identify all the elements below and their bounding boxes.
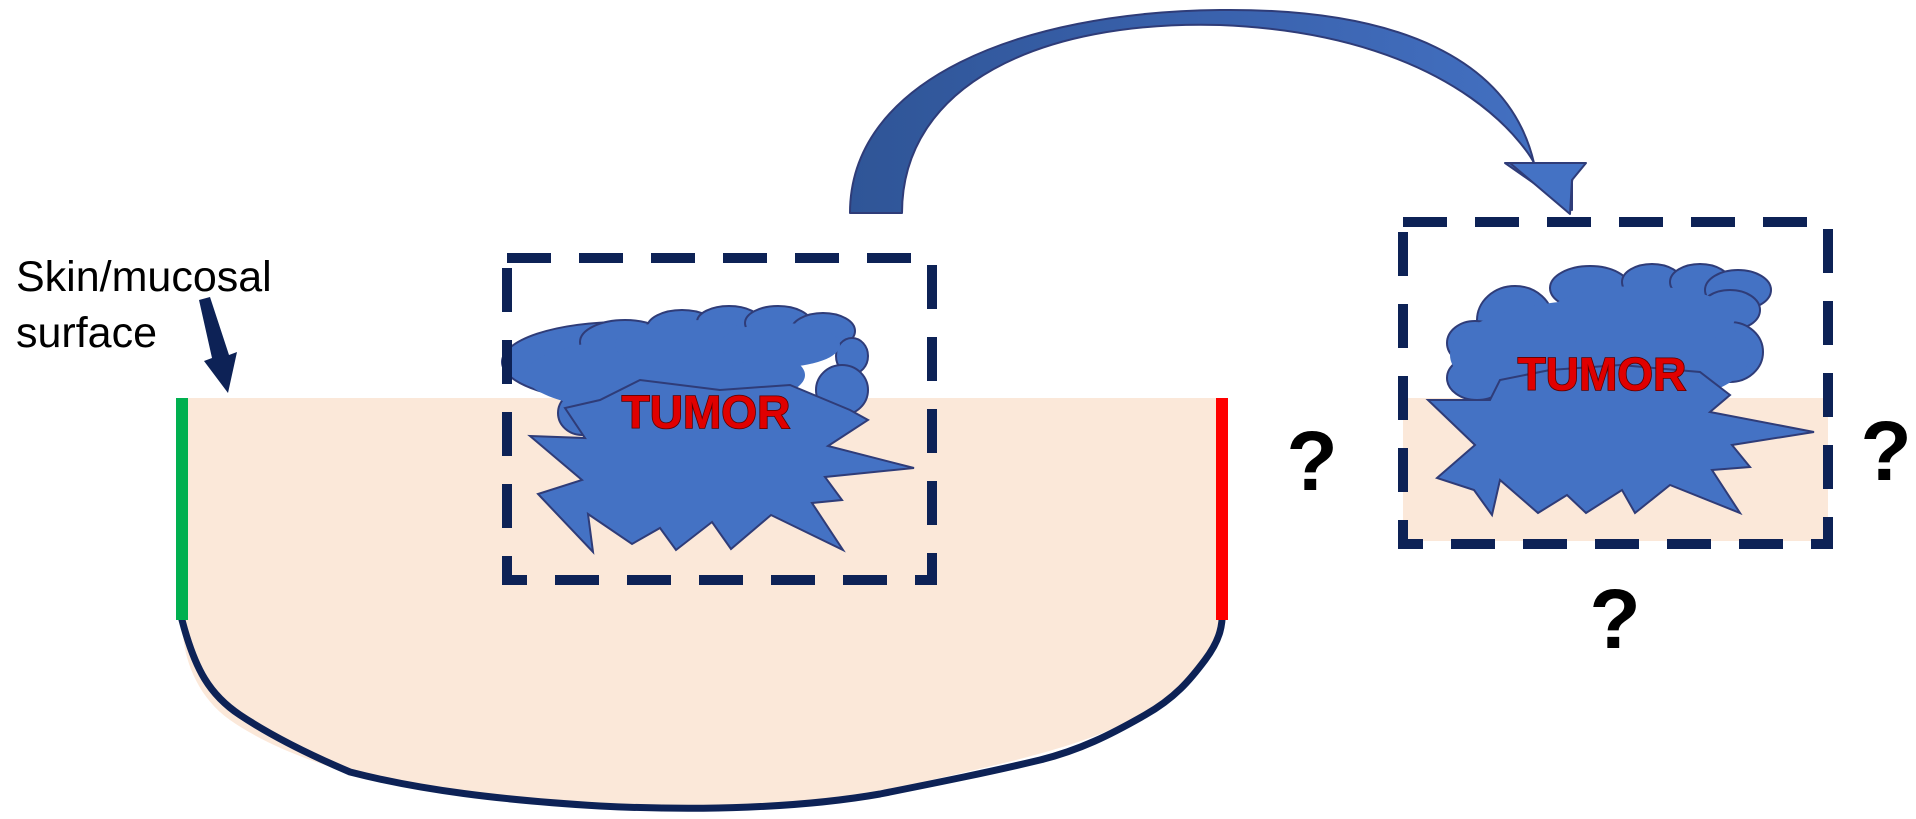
- question-mark-right: ?: [1860, 404, 1911, 498]
- excised-tumor-label: TUMOR: [1518, 348, 1687, 400]
- question-mark-bottom: ?: [1589, 572, 1640, 666]
- surface-label-line1: Skin/mucosal: [16, 253, 272, 301]
- surface-label-line2: surface: [16, 309, 157, 357]
- tumor-label: TUMOR: [622, 386, 791, 438]
- transfer-arrow: [850, 10, 1585, 213]
- question-mark-left: ?: [1286, 414, 1337, 508]
- transfer-arrow-head: [1510, 163, 1586, 214]
- surface-pointer-arrow: [199, 297, 237, 393]
